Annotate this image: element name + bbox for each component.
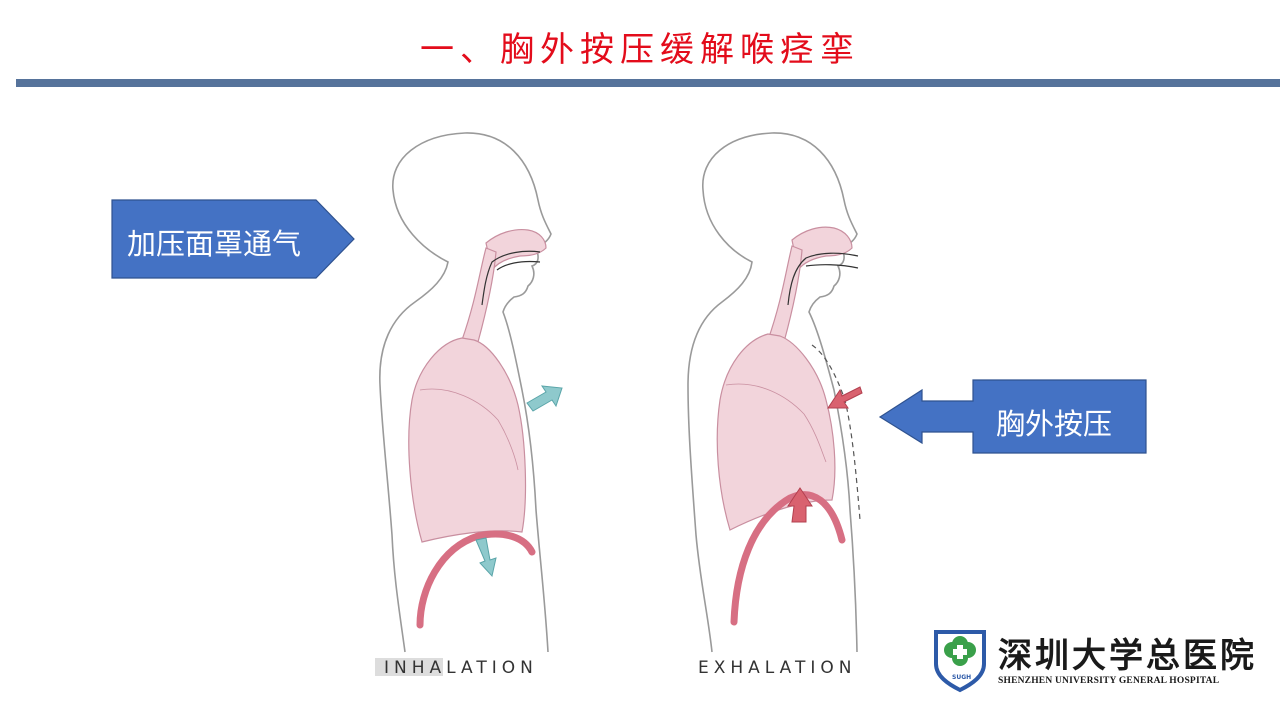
exhalation-lung: [716, 333, 836, 531]
exhalation-chest-in-arrow: [827, 386, 863, 409]
exhalation-figure: [687, 132, 863, 653]
hospital-emblem: [934, 630, 986, 693]
inhalation-diaphragm: [416, 530, 536, 629]
emblem-text: SUGH: [952, 674, 972, 681]
exhalation-airflow-line-2: [805, 264, 859, 269]
chest-compression-label: 胸外按压: [996, 407, 1113, 441]
exhalation-trachea: [767, 245, 803, 343]
exhalation-chest-wall-dashed: [811, 344, 861, 521]
inhalation-body-outline: [379, 132, 552, 653]
inhalation-airflow-line: [481, 250, 541, 306]
chest-compression-callout: [878, 379, 1147, 454]
inhalation-trachea: [461, 247, 497, 343]
mask-ventilation-label: 加压面罩通气: [127, 227, 302, 261]
exhalation-diaphragm: [730, 491, 846, 626]
exhalation-lung-fissure: [725, 383, 827, 463]
exhalation-diaphragm-up-arrow: [787, 487, 813, 523]
inhalation-figure: [379, 132, 563, 653]
title-divider: [16, 79, 1280, 87]
inhalation-caption: INHALATION: [384, 658, 538, 678]
slide-title: 一、胸外按压缓解喉痉挛: [420, 30, 860, 70]
inhalation-airflow-line-2: [496, 260, 541, 271]
inhalation-nasal-cavity: [485, 228, 547, 272]
mask-ventilation-callout: [111, 199, 355, 279]
inhalation-diaphragm-down-arrow: [475, 537, 497, 578]
hospital-english-name: SHENZHEN UNIVERSITY GENERAL HOSPITAL: [998, 676, 1220, 686]
inhalation-lung-fissure: [419, 388, 519, 471]
watermark-overlay: [375, 658, 443, 676]
exhalation-caption: EXHALATION: [698, 658, 857, 678]
hospital-name: 深圳大学总医院: [998, 636, 1257, 676]
exhalation-body-outline: [687, 132, 858, 653]
hospital-logo: SUGH 深圳大学总医院 SHENZHEN UNIVERSITY GENERAL…: [932, 626, 1262, 692]
exhalation-airflow-line: [787, 252, 859, 306]
inhalation-chest-out-arrow: [526, 385, 563, 412]
exhalation-nasal-cavity: [791, 226, 853, 272]
